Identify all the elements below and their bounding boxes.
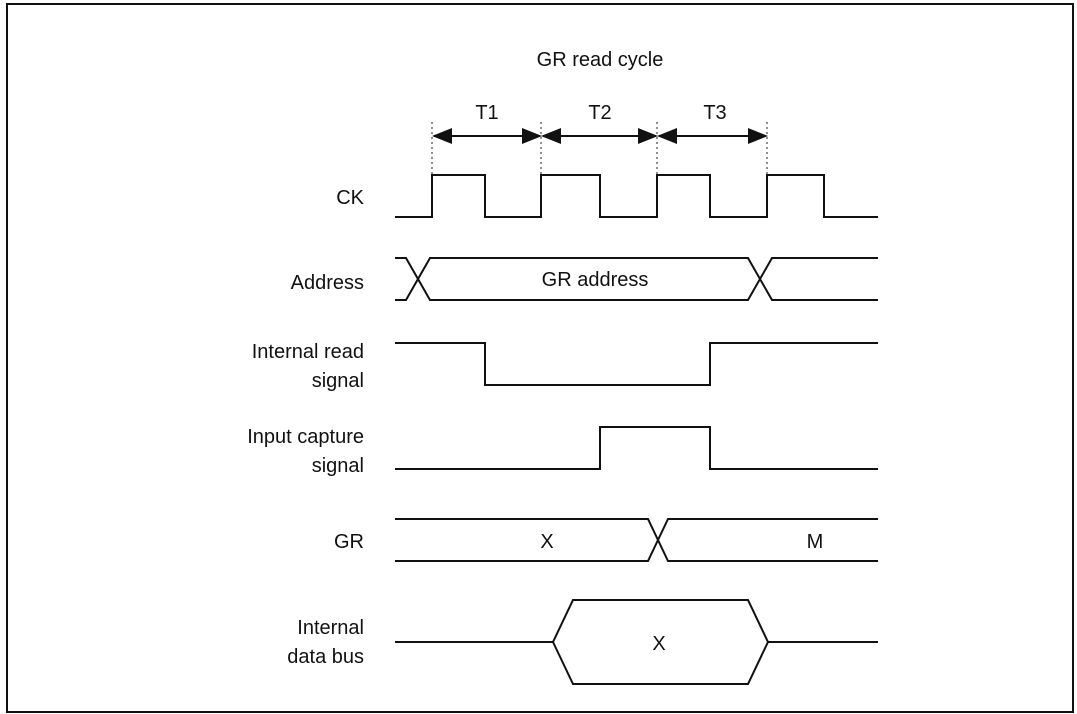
- address-label: Address: [291, 272, 364, 294]
- capture-signal-label-line1: Input capture: [247, 426, 364, 448]
- period-label-t3: T3: [703, 102, 726, 124]
- data-bus-waveform: [395, 599, 878, 643]
- data-bus-label-line2: data bus: [287, 646, 364, 668]
- capture-signal-waveform: [395, 426, 878, 470]
- address-waveform: [395, 257, 878, 301]
- read-signal-label-line2: signal: [312, 370, 364, 392]
- ck-waveform: [395, 174, 878, 218]
- diagram-frame: [6, 3, 1074, 713]
- gr-waveform: [395, 518, 878, 562]
- address-waveform: [395, 257, 878, 301]
- gr-old-value: X: [540, 531, 553, 553]
- gr-label: GR: [334, 531, 364, 553]
- ck-label: CK: [336, 187, 364, 209]
- read-signal-label-line1: Internal read: [252, 341, 364, 363]
- diagram-title: GR read cycle: [537, 49, 664, 71]
- address-value: GR address: [542, 269, 649, 291]
- data-bus-label-line1: Internal: [297, 617, 364, 639]
- gr-waveform: [395, 518, 878, 562]
- read-signal-waveform: [395, 342, 878, 386]
- capture-signal-label-line2: signal: [312, 455, 364, 477]
- period-label-t1: T1: [475, 102, 498, 124]
- period-label-t2: T2: [588, 102, 611, 124]
- data-bus-waveform: [552, 641, 769, 685]
- data-bus-value: X: [652, 633, 665, 655]
- gr-new-value: M: [807, 531, 824, 553]
